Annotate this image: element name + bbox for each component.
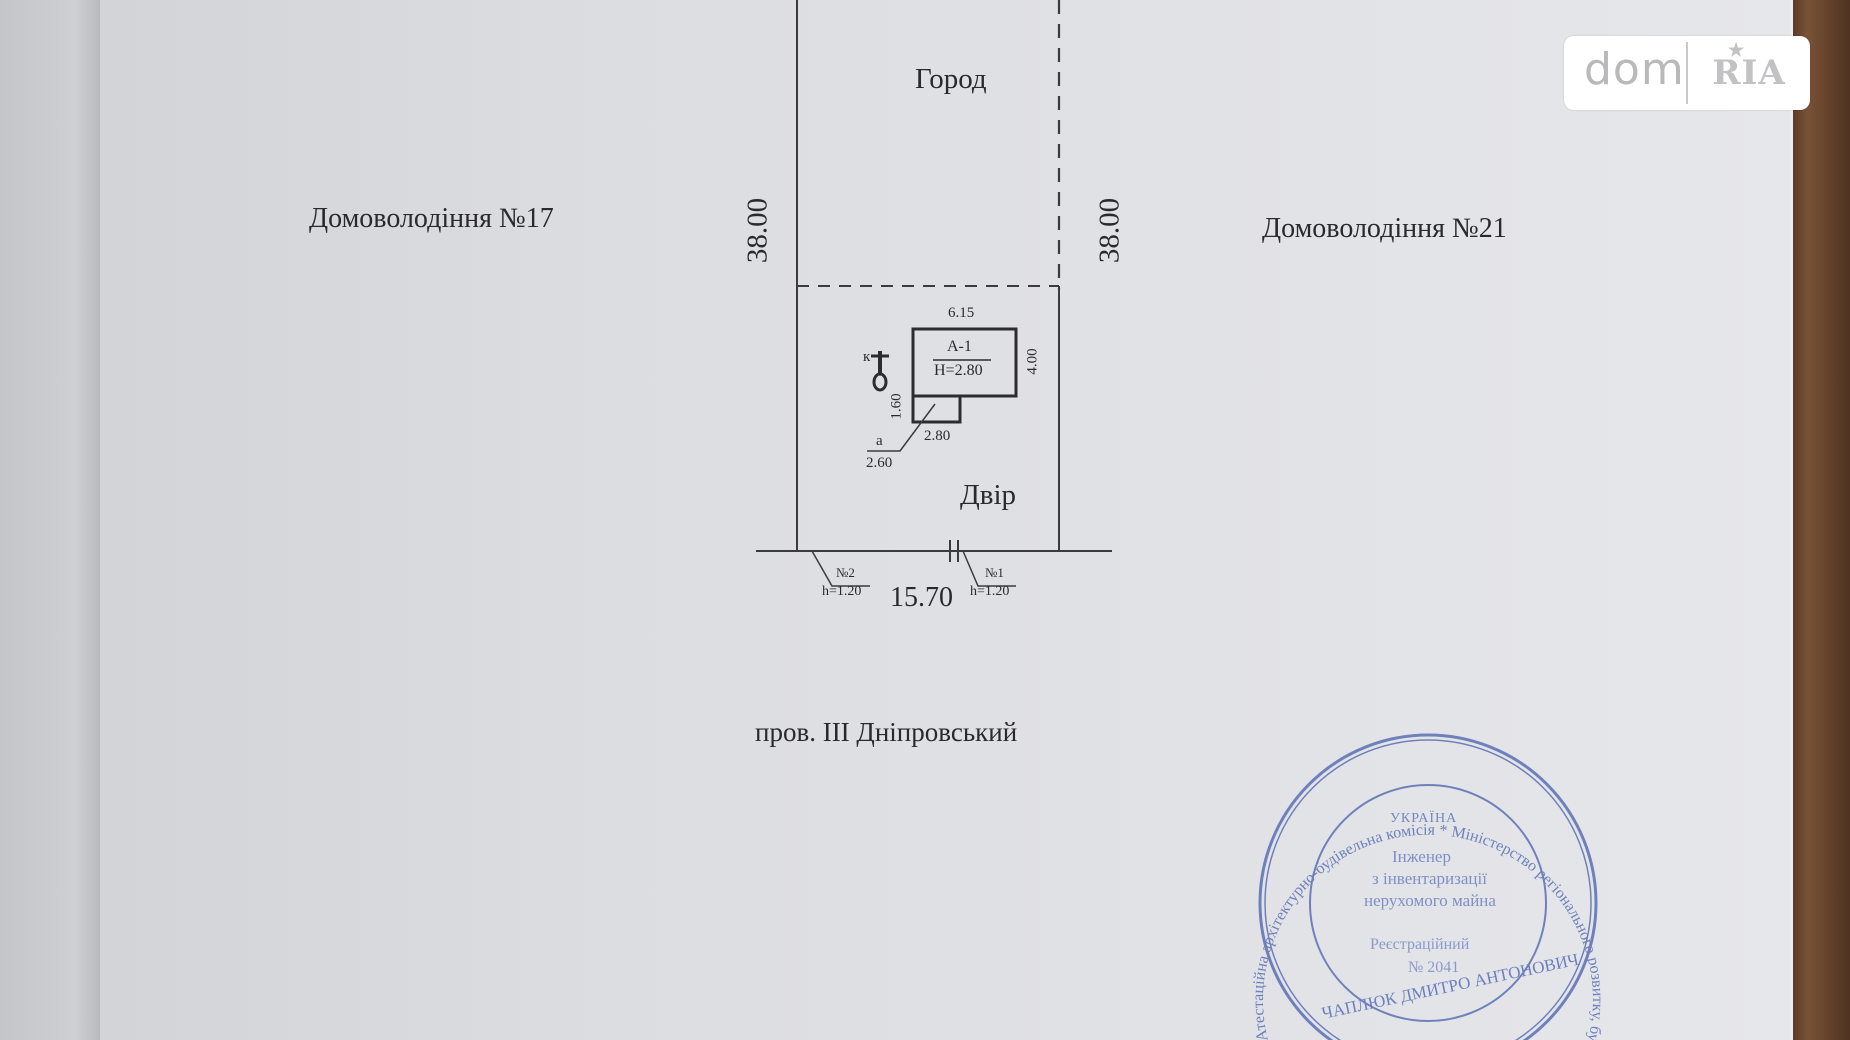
gate-2-leader <box>811 550 870 587</box>
annex-value: 2.60 <box>866 455 893 471</box>
main-building-a1 <box>911 327 1018 398</box>
logo-dom-text: dom <box>1584 44 1685 95</box>
stamp-line: Реєстраційний <box>1370 936 1470 953</box>
background-surface <box>1793 0 1850 1040</box>
logo-divider <box>1686 42 1688 104</box>
gate-1-number: №1 <box>985 565 1004 580</box>
neighbor-left-label: Домоволодіння №17 <box>309 203 554 234</box>
logo-ria-text: RIA <box>1712 53 1786 93</box>
building-height-label: Н=2.80 <box>934 362 983 379</box>
building-name-label: А-1 <box>947 338 972 355</box>
stamp-line: з інвентаризації <box>1372 869 1487 888</box>
street-label: пров. III Дніпровський <box>755 717 1018 747</box>
yard-label: Двір <box>960 479 1017 511</box>
garden-label: Город <box>915 63 987 95</box>
stamp-line: нерухомого майна <box>1364 891 1496 910</box>
gate-1-height: h=1.20 <box>970 584 1010 599</box>
front-dimension: 15.70 <box>890 582 953 613</box>
annex-letter: а <box>876 433 883 449</box>
stamp-top-text: УКРАЇНА <box>1390 811 1458 826</box>
well-letter: к <box>863 349 871 365</box>
annex-a <box>911 394 962 424</box>
building-width-dimension: 6.15 <box>948 305 975 321</box>
annex-leader <box>867 403 936 452</box>
stamp-outer-text: Атестаційна архітектурно-будівельна комі… <box>0 0 1606 1040</box>
gate-2-height: h=1.20 <box>822 584 862 599</box>
logo-ria: ★ RIA <box>1688 36 1810 110</box>
well-icon <box>871 351 889 392</box>
neighbor-right-label: Домоволодіння №21 <box>1262 213 1507 244</box>
gate-1-leader <box>962 550 1016 587</box>
gate-2-number: №2 <box>836 565 855 580</box>
document-page <box>100 0 1800 1040</box>
star-icon: ★ <box>1728 40 1746 61</box>
stamp-line: Інженер <box>1392 847 1451 866</box>
annex-width-dimension: 2.80 <box>924 428 951 444</box>
previous-page-strip <box>0 0 100 1040</box>
stamp-line: № 2041 <box>1408 959 1460 976</box>
domria-logo: dom ★ RIA <box>1564 36 1810 110</box>
